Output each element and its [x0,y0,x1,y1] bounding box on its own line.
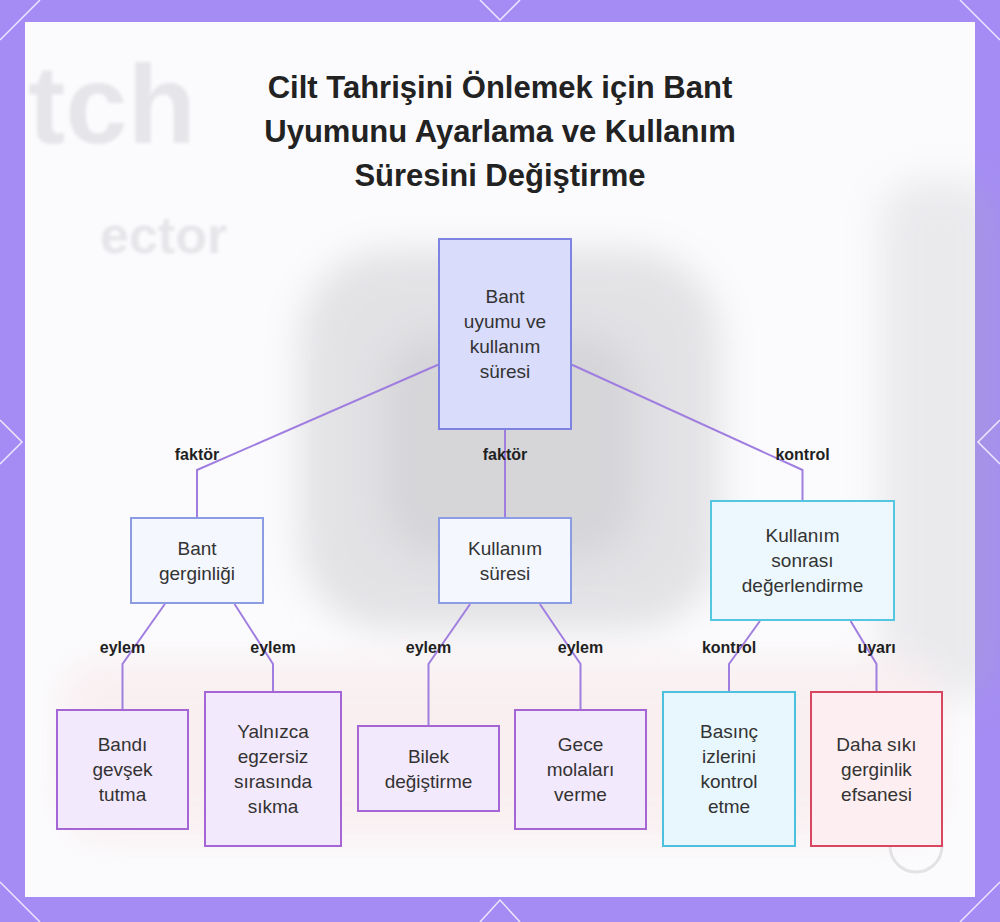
backdrop-shape [880,180,1000,700]
corner-line [0,0,40,40]
connector-line [540,604,581,709]
box-label: Gece molaları verme [538,732,623,807]
edge-label: eylem [250,639,295,657]
box-label: Kullanım süresi [455,536,555,586]
edge-label: faktör [175,446,219,464]
edge-diamond [480,0,520,20]
connector-line [429,604,471,725]
edge-label: eylem [406,639,451,657]
edge-label: uyarı [857,639,895,657]
concept-box: Bilek değiştirme [357,725,500,812]
concept-box: Kullanım sonrası değerlendirme [710,500,895,621]
edge-label: kontrol [775,446,829,464]
diagram-title: Cilt Tahrişini Önlemek için Bant Uyumunu… [225,66,775,198]
concept-box: Basınç izlerini kontrol etme [662,691,796,847]
connector-line [504,430,506,517]
blurred-backdrop [60,180,1000,840]
box-label: Bant uyumu ve kullanım süresi [460,284,550,384]
box-label: Basınç izlerini kontrol etme [688,719,770,819]
concept-box: Daha sıkı gerginlik efsanesi [810,691,943,847]
edge-diamond [978,420,1000,464]
edge-label: eylem [558,639,603,657]
connector-line [197,365,438,517]
box-label: Kullanım sonrası değerlendirme [733,523,873,598]
concept-box: Yalnızca egzersiz sırasında sıkma [204,691,342,847]
box-label: Yalnızca egzersiz sırasında sıkma [226,719,321,819]
box-label: Daha sıkı gerginlik efsanesi [829,732,924,807]
edge-diamond [480,900,520,922]
box-label: Bant gerginliği [147,536,247,586]
concept-box: Bant uyumu ve kullanım süresi [438,238,572,430]
watermark-text: ector [100,205,227,265]
box-label: Bandı gevşek tutma [83,732,163,807]
backdrop-shape [300,250,720,630]
connector-line [572,365,803,500]
concept-box: Gece molaları verme [514,709,647,830]
corner-line [960,0,1000,40]
concept-box: Kullanım süresi [438,517,572,604]
edge-diamond [0,420,22,464]
connector-line [123,604,165,709]
edge-label: faktör [483,446,527,464]
corner-line [0,882,40,922]
edge-label: eylem [100,639,145,657]
edge-label: kontrol [702,639,756,657]
box-label: Bilek değiştirme [373,744,485,794]
watermark-text: tch [28,40,196,169]
corner-line [960,882,1000,922]
backdrop-shape [60,660,940,840]
concept-box: Bandı gevşek tutma [56,709,189,830]
concept-box: Bant gerginliği [130,517,264,604]
